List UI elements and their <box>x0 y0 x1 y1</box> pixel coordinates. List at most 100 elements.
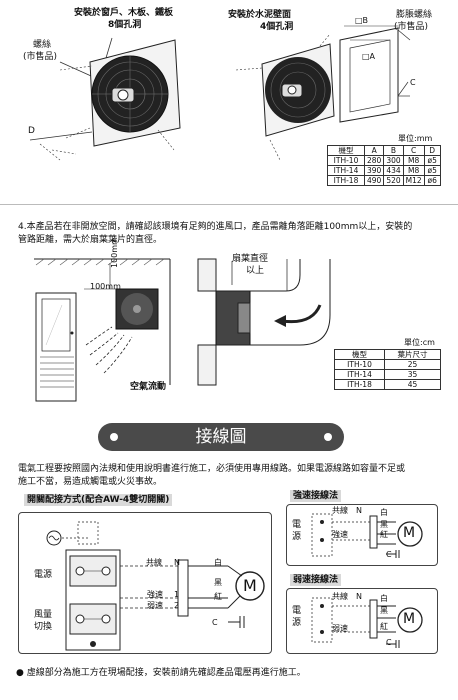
strong-power-2: 源 <box>292 532 302 542</box>
spec-row: ITH-10 280 300 M8 ø5 <box>327 155 441 166</box>
dim-c-label: C <box>410 78 416 87</box>
spec-cell: 490 <box>363 175 385 186</box>
dim-b-label: □B <box>355 16 369 25</box>
blade-row: ITH-14 35 <box>334 369 441 380</box>
blade-cell: ITH-18 <box>334 379 385 390</box>
strong-cap-label: C <box>386 550 392 559</box>
note4-line2: 管路距離，需大於扇葉葉片的直徑。 <box>18 235 163 245</box>
strong-black-label: 黑 <box>380 520 388 529</box>
right-fan-drawing <box>235 25 411 161</box>
weak-cap-label: C <box>386 638 392 647</box>
switch-motor-label: M <box>243 576 257 595</box>
spec-table: 機型 A B C D ITH-10 280 300 M8 ø5 ITH-14 3… <box>327 145 441 186</box>
spec-header: 機型 <box>327 145 365 156</box>
spec-row: ITH-14 390 434 M8 ø5 <box>327 165 441 176</box>
blade-label-1: 扇葉直徑 <box>232 254 269 264</box>
wiring-intro-line2: 施工不當，易造成觸電或火災事故。 <box>18 477 163 487</box>
blade-cell: ITH-10 <box>334 359 385 370</box>
switch-red-label: 紅 <box>214 592 222 601</box>
spec-header-row: 機型 A B C D <box>327 145 441 156</box>
left-install-title-2: 8個孔洞 <box>108 20 142 30</box>
strong-white-label: 白 <box>380 508 388 517</box>
blade-cell: ITH-14 <box>334 369 385 380</box>
strong-strong-label: 強速 <box>332 530 348 539</box>
spec-header: C <box>402 145 425 156</box>
room-dim-top: 100mm <box>90 282 121 291</box>
weak-weak-label: 弱速 <box>332 624 348 633</box>
blade-header: 葉片尺寸 <box>384 349 441 360</box>
note4-line1: 4.本產品若在非開放空間，請確認該環境有足夠的進風口，產品需離角落距離100mm… <box>18 222 413 232</box>
blade-header-row: 機型 葉片尺寸 <box>334 349 441 360</box>
spec-header: A <box>363 145 385 156</box>
switch-strong-label: 強速 <box>147 590 163 599</box>
blade-table: 機型 葉片尺寸 ITH-10 25 ITH-14 35 ITH-18 45 <box>334 349 441 390</box>
weak-box-header: 弱速接線法 <box>290 574 342 586</box>
left-install-title-1: 安裝於窗戶、木板、鐵板 <box>74 8 174 18</box>
weak-red-label: 紅 <box>380 622 388 631</box>
spec-cell: ø6 <box>423 175 441 186</box>
footer-note: ● 虛線部分為施工方在現場配接，安裝前請先確認產品電壓再進行施工。 <box>16 668 306 678</box>
strong-n-label: N <box>356 506 362 515</box>
spec-unit: 單位:mm <box>398 134 433 143</box>
weak-wiring-diagram <box>311 597 423 648</box>
switch-speed-label-1: 風量 <box>34 610 53 620</box>
spec-cell: 520 <box>383 175 404 186</box>
spec-cell: M8 <box>402 155 425 166</box>
switch-cap-label: C <box>212 618 218 627</box>
left-screw-label-2: (市售品) <box>23 52 58 62</box>
switch-power-label: 電源 <box>34 570 53 580</box>
weak-power-2: 源 <box>292 618 302 628</box>
spec-cell: 390 <box>363 165 385 176</box>
weak-motor-label: M <box>403 611 416 627</box>
spec-header: D <box>423 145 441 156</box>
switch-speed-label-2: 切換 <box>34 622 53 632</box>
weak-n-label: N <box>356 592 362 601</box>
switch-weak-label: 弱速 <box>147 601 163 610</box>
strong-common-label: 共線 <box>332 506 348 515</box>
blade-header: 機型 <box>334 349 385 360</box>
spec-cell: 434 <box>383 165 404 176</box>
blade-cell: 25 <box>384 359 441 370</box>
spec-cell: ITH-18 <box>327 175 365 186</box>
spec-row: ITH-18 490 520 M12 ø6 <box>327 175 441 186</box>
switch-n-label: N <box>174 558 180 567</box>
strong-wiring-diagram <box>311 513 423 558</box>
switch-box-header: 開關配接方式(配合AW-4雙切開關) <box>24 494 173 506</box>
switch-box <box>18 512 272 654</box>
blade-cell: 45 <box>384 379 441 390</box>
spec-cell: ITH-10 <box>327 155 365 166</box>
spec-cell: ø5 <box>423 155 441 166</box>
spec-cell: 300 <box>383 155 404 166</box>
wiring-title: 接線圖 <box>195 427 247 447</box>
strong-power-1: 電 <box>292 520 302 530</box>
strong-motor-label: M <box>403 525 416 541</box>
weak-white-label: 白 <box>380 594 388 603</box>
spec-header: B <box>383 145 404 156</box>
wiring-title-bar: 接線圖 <box>98 423 344 451</box>
spec-cell: M8 <box>402 165 425 176</box>
spec-cell: ø5 <box>423 165 441 176</box>
bar-dot-right <box>324 433 332 441</box>
strong-red-label: 紅 <box>380 530 388 539</box>
left-screw-label: 螺絲 <box>33 40 52 50</box>
switch-two-label: 2 <box>174 601 180 610</box>
right-install-title-1: 安裝於水泥壁面 <box>228 10 292 20</box>
weak-common-label: 共線 <box>332 592 348 601</box>
blade-cell: 35 <box>384 369 441 380</box>
blade-row: ITH-10 25 <box>334 359 441 370</box>
room-dim-side: 100mm <box>110 237 119 268</box>
switch-common-label: 共線 <box>146 558 162 567</box>
switch-white-label: 白 <box>214 558 222 567</box>
room-diagram <box>34 258 331 402</box>
strong-box-header: 強速接線法 <box>290 490 342 502</box>
divider <box>0 204 458 205</box>
blade-label-2: 以上 <box>246 266 265 276</box>
dim-a-label: □A <box>362 52 376 61</box>
left-fan-drawing <box>29 37 181 161</box>
bar-dot-left <box>110 433 118 441</box>
airflow-label: 空氣流動 <box>130 382 167 392</box>
weak-black-label: 黑 <box>380 606 388 615</box>
wiring-intro-line1: 電氣工程要按照國內法規和使用說明書進行施工，必須使用專用線路。如果電源線路如容量… <box>18 464 406 474</box>
switch-black-label: 黑 <box>214 578 222 587</box>
switch-wiring-diagram <box>46 521 265 651</box>
